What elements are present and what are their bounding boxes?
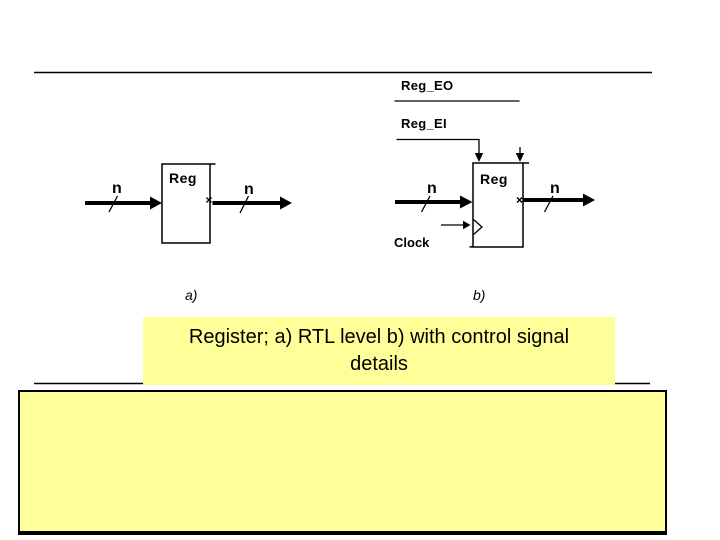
register-a-input-bus-label: n: [112, 180, 122, 197]
clock-input-arrow: [441, 220, 471, 230]
register-b-output-bus-label: n: [550, 180, 560, 197]
notes-box: [18, 390, 667, 535]
clock-edge-icon: [473, 219, 483, 235]
caption-line-1: Register; a) RTL level b) with control s…: [188, 326, 570, 348]
arrowhead-icon: [463, 220, 471, 230]
bus-width-slash: [108, 195, 119, 213]
bus-width-slash: [420, 195, 431, 213]
arrowhead-icon: [460, 195, 473, 209]
reg-ei-label: Reg_EI: [401, 116, 447, 131]
reg-ei-wire: [396, 138, 484, 162]
output-port-mark: [516, 197, 523, 203]
output-port-mark: [206, 197, 212, 203]
caption-line-2: details: [350, 353, 408, 375]
clock-label: Clock: [394, 235, 430, 250]
arrowhead-icon: [583, 193, 595, 207]
bus-width-slash: [543, 195, 554, 213]
register-a-output-bus-label: n: [244, 181, 254, 198]
register-a-output-bus-arrow: [206, 195, 292, 214]
register-b-input-bus-arrow: [395, 195, 473, 213]
register-b-output-bus-arrow: [516, 193, 595, 213]
register-b-box: [469, 162, 529, 248]
reg-eo-label: Reg_EO: [401, 78, 454, 93]
figure-b-label: b): [473, 287, 486, 303]
register-a-title: Reg: [169, 170, 197, 186]
arrowhead-icon: [150, 196, 162, 210]
arrowhead-icon: [280, 196, 292, 210]
register-a-box: [161, 163, 216, 244]
bus-width-slash: [239, 195, 250, 214]
register-b-title: Reg: [480, 171, 508, 187]
caption-box: Register; a) RTL level b) with control s…: [143, 317, 615, 385]
reg-eo-drop-arrow-icon: [515, 147, 525, 162]
register-a-input-bus-arrow: [85, 195, 162, 213]
register-b-input-bus-label: n: [427, 180, 437, 197]
figure-a-label: a): [185, 287, 198, 303]
reg-ei-arrowhead-icon: [474, 153, 484, 162]
